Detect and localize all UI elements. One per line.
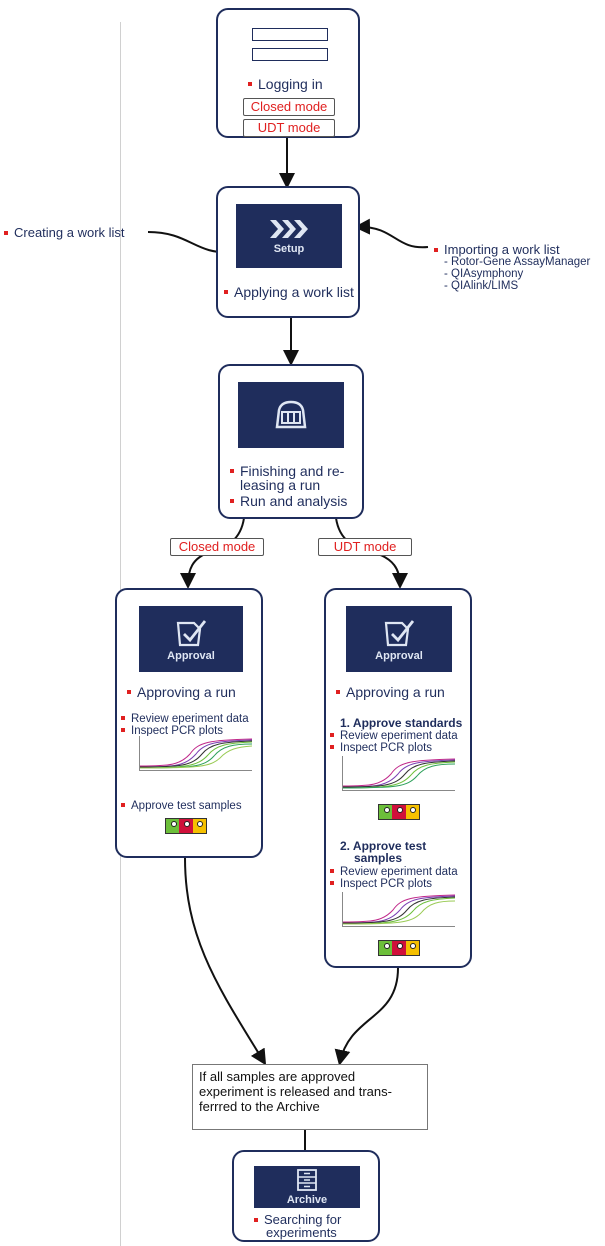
- run-bullet-analysis: Run and analysis: [230, 493, 347, 509]
- password-field[interactable]: [252, 48, 328, 61]
- approval-closed-box: Approval Approving a run Review eperimen…: [115, 588, 263, 858]
- pcr-curves-graphic-udt1: [343, 758, 455, 789]
- udt-step1-inspect: Inspect PCR plots: [330, 742, 432, 755]
- import-source-3: - QIAlink/LIMS: [444, 280, 519, 292]
- setup-bullet: Applying a work list: [224, 284, 354, 300]
- approval-check-icon-udt: [384, 619, 415, 646]
- setup-tile[interactable]: Setup: [236, 204, 342, 268]
- pcr-curves-graphic-udt2: [343, 894, 455, 925]
- udt-step1-pcr-plot: [342, 756, 455, 791]
- archive-caption: Archive: [286, 1193, 328, 1206]
- closed-pcr-plot: [139, 736, 252, 771]
- release-note-box: If all samples are approved experiment i…: [192, 1064, 428, 1130]
- archive-bullet-cont: experiments: [266, 1225, 337, 1240]
- closed-inspect-plots: Inspect PCR plots: [121, 725, 223, 738]
- udt-step2-heading-cont: samples: [354, 851, 403, 865]
- archive-cabinet-icon: [297, 1168, 317, 1191]
- udt-step2-inspect: Inspect PCR plots: [330, 878, 432, 891]
- run-box: Finishing and re- leasing a run Run and …: [218, 364, 364, 519]
- login-box: Logging in Closed mode UDT mode: [216, 8, 360, 138]
- archive-tile[interactable]: Archive: [254, 1166, 360, 1208]
- udt-step2-heading: 2. Approve test: [340, 839, 427, 853]
- approval-udt-box: Approval Approving a run 1. Approve stan…: [324, 588, 472, 968]
- udt-step2-review: Review eperiment data: [330, 866, 458, 879]
- run-bullet-finishing: Finishing and re-: [230, 463, 344, 479]
- udt-standards-status-swatch[interactable]: [378, 804, 420, 820]
- run-tile[interactable]: [238, 382, 344, 448]
- release-note-line2: experiment is released and trans-: [199, 1084, 392, 1099]
- approval-closed-tile[interactable]: Approval: [139, 606, 243, 672]
- archive-bullet: Searching for: [254, 1212, 341, 1228]
- cycler-icon: [275, 400, 307, 429]
- approval-udt-tile[interactable]: Approval: [346, 606, 452, 672]
- arrow-closed-to-note: [184, 857, 267, 1066]
- release-note-line3: ferrred to the Archive: [199, 1099, 320, 1114]
- import-source-2: - QIAsymphony: [444, 268, 524, 280]
- approval-closed-bullet: Approving a run: [127, 684, 236, 700]
- udt-step1-review: Review eperiment data: [330, 730, 458, 743]
- create-worklist-label: Creating a work list: [4, 225, 125, 241]
- closed-approve-samples: Approve test samples: [121, 800, 242, 813]
- import-worklist-title: Importing a work list: [434, 242, 560, 258]
- login-udt-mode-tag: UDT mode: [243, 119, 335, 137]
- closed-review-data: Review eperiment data: [121, 713, 249, 726]
- chevrons-icon: [270, 219, 308, 238]
- arrow-udt-to-note: [334, 967, 399, 1066]
- username-field[interactable]: [252, 28, 328, 41]
- approval-closed-caption: Approval: [167, 649, 215, 662]
- udt-mode-branch-tag: UDT mode: [318, 538, 412, 556]
- udt-samples-status-swatch[interactable]: [378, 940, 420, 956]
- arrow-import-to-setup: [354, 218, 429, 249]
- pcr-curves-graphic: [140, 738, 252, 769]
- setup-tile-caption: Setup: [273, 242, 305, 255]
- approval-check-icon: [176, 619, 207, 646]
- closed-sample-status-swatch[interactable]: [165, 818, 207, 834]
- login-bullet: Logging in: [248, 76, 323, 92]
- setup-box: Setup Applying a work list: [216, 186, 360, 318]
- login-closed-mode-tag: Closed mode: [243, 98, 335, 116]
- udt-step2-pcr-plot: [342, 892, 455, 927]
- approval-udt-bullet: Approving a run: [336, 684, 445, 700]
- release-note-line1: If all samples are approved: [199, 1069, 356, 1084]
- archive-box: Archive Searching for experiments: [232, 1150, 380, 1242]
- closed-mode-branch-tag: Closed mode: [170, 538, 264, 556]
- approval-udt-caption: Approval: [375, 649, 423, 662]
- run-bullet-finishing-cont: leasing a run: [240, 477, 321, 493]
- import-source-1: - Rotor-Gene AssayManager: [444, 256, 591, 268]
- udt-step1-heading: 1. Approve standards: [340, 716, 463, 730]
